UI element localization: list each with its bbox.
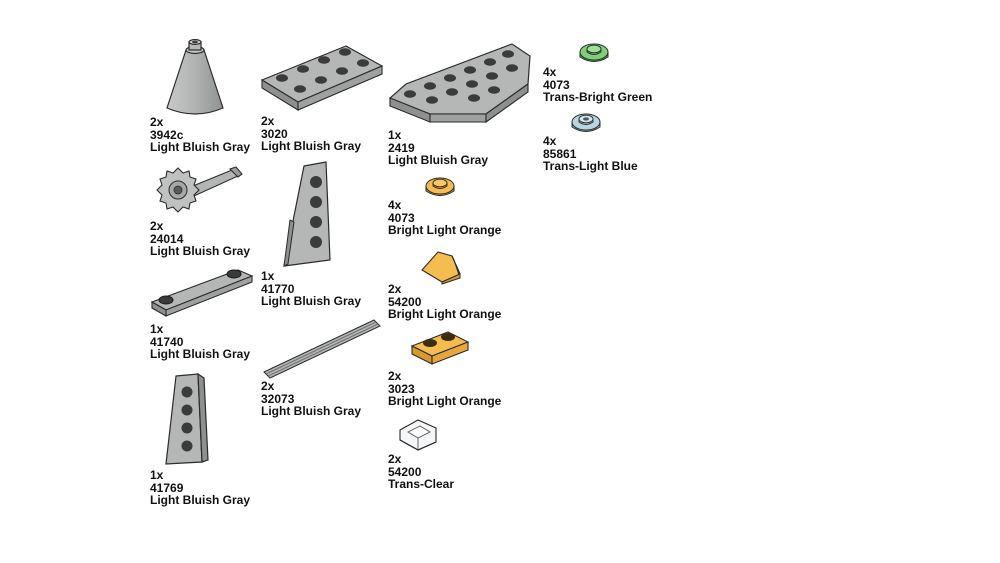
part-qty: 4x [388,198,402,212]
part-id: 54200 [388,464,422,479]
part-label-2419: 1x 2419 Light Bluish Gray [388,129,488,167]
part-32073-axle [260,314,384,382]
part-color: Light Bluish Gray [261,294,362,308]
part-color: Light Bluish Gray [150,347,251,361]
part-color: Trans-Bright Green [543,90,653,104]
wedge-plate-piece-icon [283,161,331,267]
part-4073-round-orange [424,172,456,200]
part-qty: 4x [543,65,557,79]
wedge-plate-3x6-piece-icon [388,43,531,124]
part-label-41740: 1x 41740 Light Bluish Gray [150,323,250,361]
part-qty: 2x [388,369,402,383]
plate-piece-icon [150,269,254,317]
part-41740-plate [148,262,258,322]
gear-axle-piece-icon [156,166,243,213]
part-qty: 2x [150,219,164,233]
part-qty: 2x [388,452,402,466]
part-qty: 1x [261,269,275,283]
part-id: 4073 [388,210,415,225]
part-qty: 2x [261,114,275,128]
part-54200-slope-clear [396,416,442,454]
part-qty: 2x [150,115,164,129]
part-color: Bright Light Orange [388,223,502,237]
round-plate-piece-icon [425,177,455,196]
part-color: Light Bluish Gray [150,493,251,507]
part-3942c-cone [160,38,230,118]
part-id: 3023 [388,381,415,396]
part-color: Light Bluish Gray [261,139,362,153]
part-qty: 2x [388,282,402,296]
part-id: 4073 [543,77,570,92]
part-id: 41770 [261,281,295,296]
part-label-32073: 2x 32073 Light Bluish Gray [261,380,361,418]
part-color: Trans-Light Blue [543,159,638,173]
part-id: 2419 [388,140,415,155]
part-qty: 1x [150,322,164,336]
part-label-54200-clear: 2x 54200 Trans-Clear [388,453,454,491]
part-qty: 4x [543,134,557,148]
part-4073-round-green [578,38,610,66]
part-3023-plate-orange [408,326,472,368]
part-id: 85861 [543,146,577,161]
part-label-3942c: 2x 3942c Light Bluish Gray [150,116,250,154]
plate-1x2-piece-icon [410,331,470,365]
part-label-3020: 2x 3020 Light Bluish Gray [261,115,361,153]
part-id: 3942c [150,127,184,142]
part-24014-gear [150,160,245,220]
slope-piece-icon [399,419,437,451]
part-color: Trans-Clear [388,477,455,491]
part-label-4073-green: 4x 4073 Trans-Bright Green [543,66,652,104]
round-plate-piece-icon [579,43,609,62]
part-41769-wedge [162,372,216,468]
part-id: 32073 [261,391,295,406]
part-id: 54200 [388,294,422,309]
part-id: 3020 [261,126,288,141]
part-id: 24014 [150,231,184,246]
part-color: Light Bluish Gray [150,140,251,154]
plate-2x4-piece-icon [260,45,384,111]
part-color: Bright Light Orange [388,394,502,408]
part-qty: 1x [150,468,164,482]
part-id: 41769 [150,480,184,495]
slope-piece-icon [421,251,461,285]
part-54200-slope-orange [418,246,464,285]
part-color: Light Bluish Gray [150,244,251,258]
part-id: 41740 [150,334,184,349]
part-color: Light Bluish Gray [261,404,362,418]
part-label-3023-orange: 2x 3023 Bright Light Orange [388,370,501,408]
part-qty: 2x [261,379,275,393]
part-label-4073-orange: 4x 4073 Bright Light Orange [388,199,501,237]
part-label-54200-orange: 2x 54200 Bright Light Orange [388,283,501,321]
cone-piece-icon [166,38,224,115]
part-3020-plate [258,38,388,114]
axle-piece-icon [263,319,381,379]
part-color: Bright Light Orange [388,307,502,321]
part-2419-wedge [386,38,538,128]
part-label-24014: 2x 24014 Light Bluish Gray [150,220,250,258]
part-label-85861-blue: 4x 85861 Trans-Light Blue [543,135,638,173]
wedge-plate-piece-icon [165,372,209,465]
part-label-41770: 1x 41770 Light Bluish Gray [261,270,361,308]
part-color: Light Bluish Gray [388,153,489,167]
round-plate-with-hole-piece-icon [571,113,601,132]
part-qty: 1x [388,128,402,142]
part-label-41769: 1x 41769 Light Bluish Gray [150,469,250,507]
part-85861-round-blue [570,108,602,136]
part-41770-wedge [278,160,338,270]
